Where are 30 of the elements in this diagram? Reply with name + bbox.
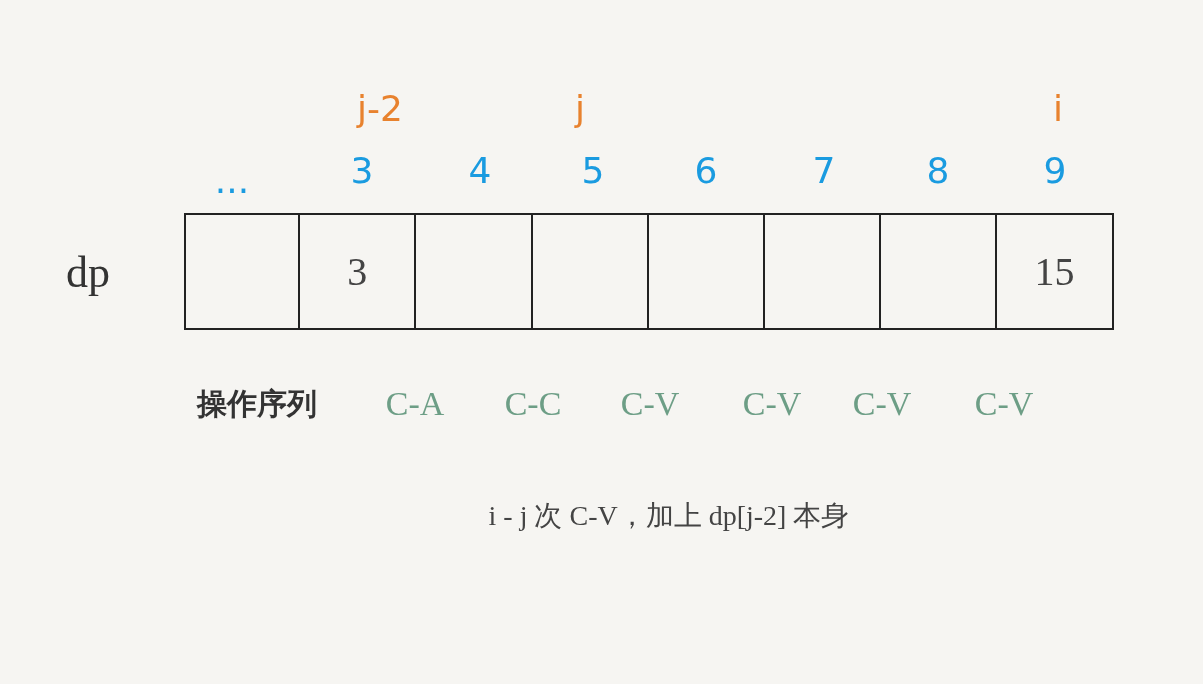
array-cell (763, 213, 882, 330)
array-cell (184, 213, 301, 330)
array-cell (646, 213, 765, 330)
operation-label: C-C (504, 385, 562, 423)
array-cell (298, 213, 417, 330)
array-cell (414, 213, 533, 330)
pointer-label: i (1053, 87, 1063, 129)
index-label: 4 (468, 149, 492, 191)
ellipsis: ... (214, 159, 250, 201)
index-label: 8 (926, 149, 950, 191)
array-cell (879, 213, 998, 330)
operation-label: C-V (974, 385, 1034, 423)
operation-label: C-V (620, 385, 680, 423)
pointer-label: j-2 (357, 87, 403, 129)
operation-label: C-V (742, 385, 802, 423)
cell-value: 3 (347, 248, 368, 295)
cell-value: 15 (1034, 248, 1075, 295)
explanation-note: i - j 次 C-V，加上 dp[j-2] 本身 (488, 499, 850, 533)
operation-label: C-A (385, 385, 445, 423)
array-cell (530, 213, 649, 330)
row-heading: 操作序列 (197, 384, 317, 423)
index-label: 5 (581, 149, 605, 191)
index-label: 6 (694, 149, 718, 191)
array-cell (995, 213, 1114, 330)
array-name: dp (66, 246, 110, 298)
index-label: 3 (350, 149, 374, 191)
index-label: 9 (1043, 149, 1067, 191)
operation-label: C-V (852, 385, 912, 423)
pointer-label: j (575, 87, 585, 129)
index-label: 7 (812, 149, 836, 191)
